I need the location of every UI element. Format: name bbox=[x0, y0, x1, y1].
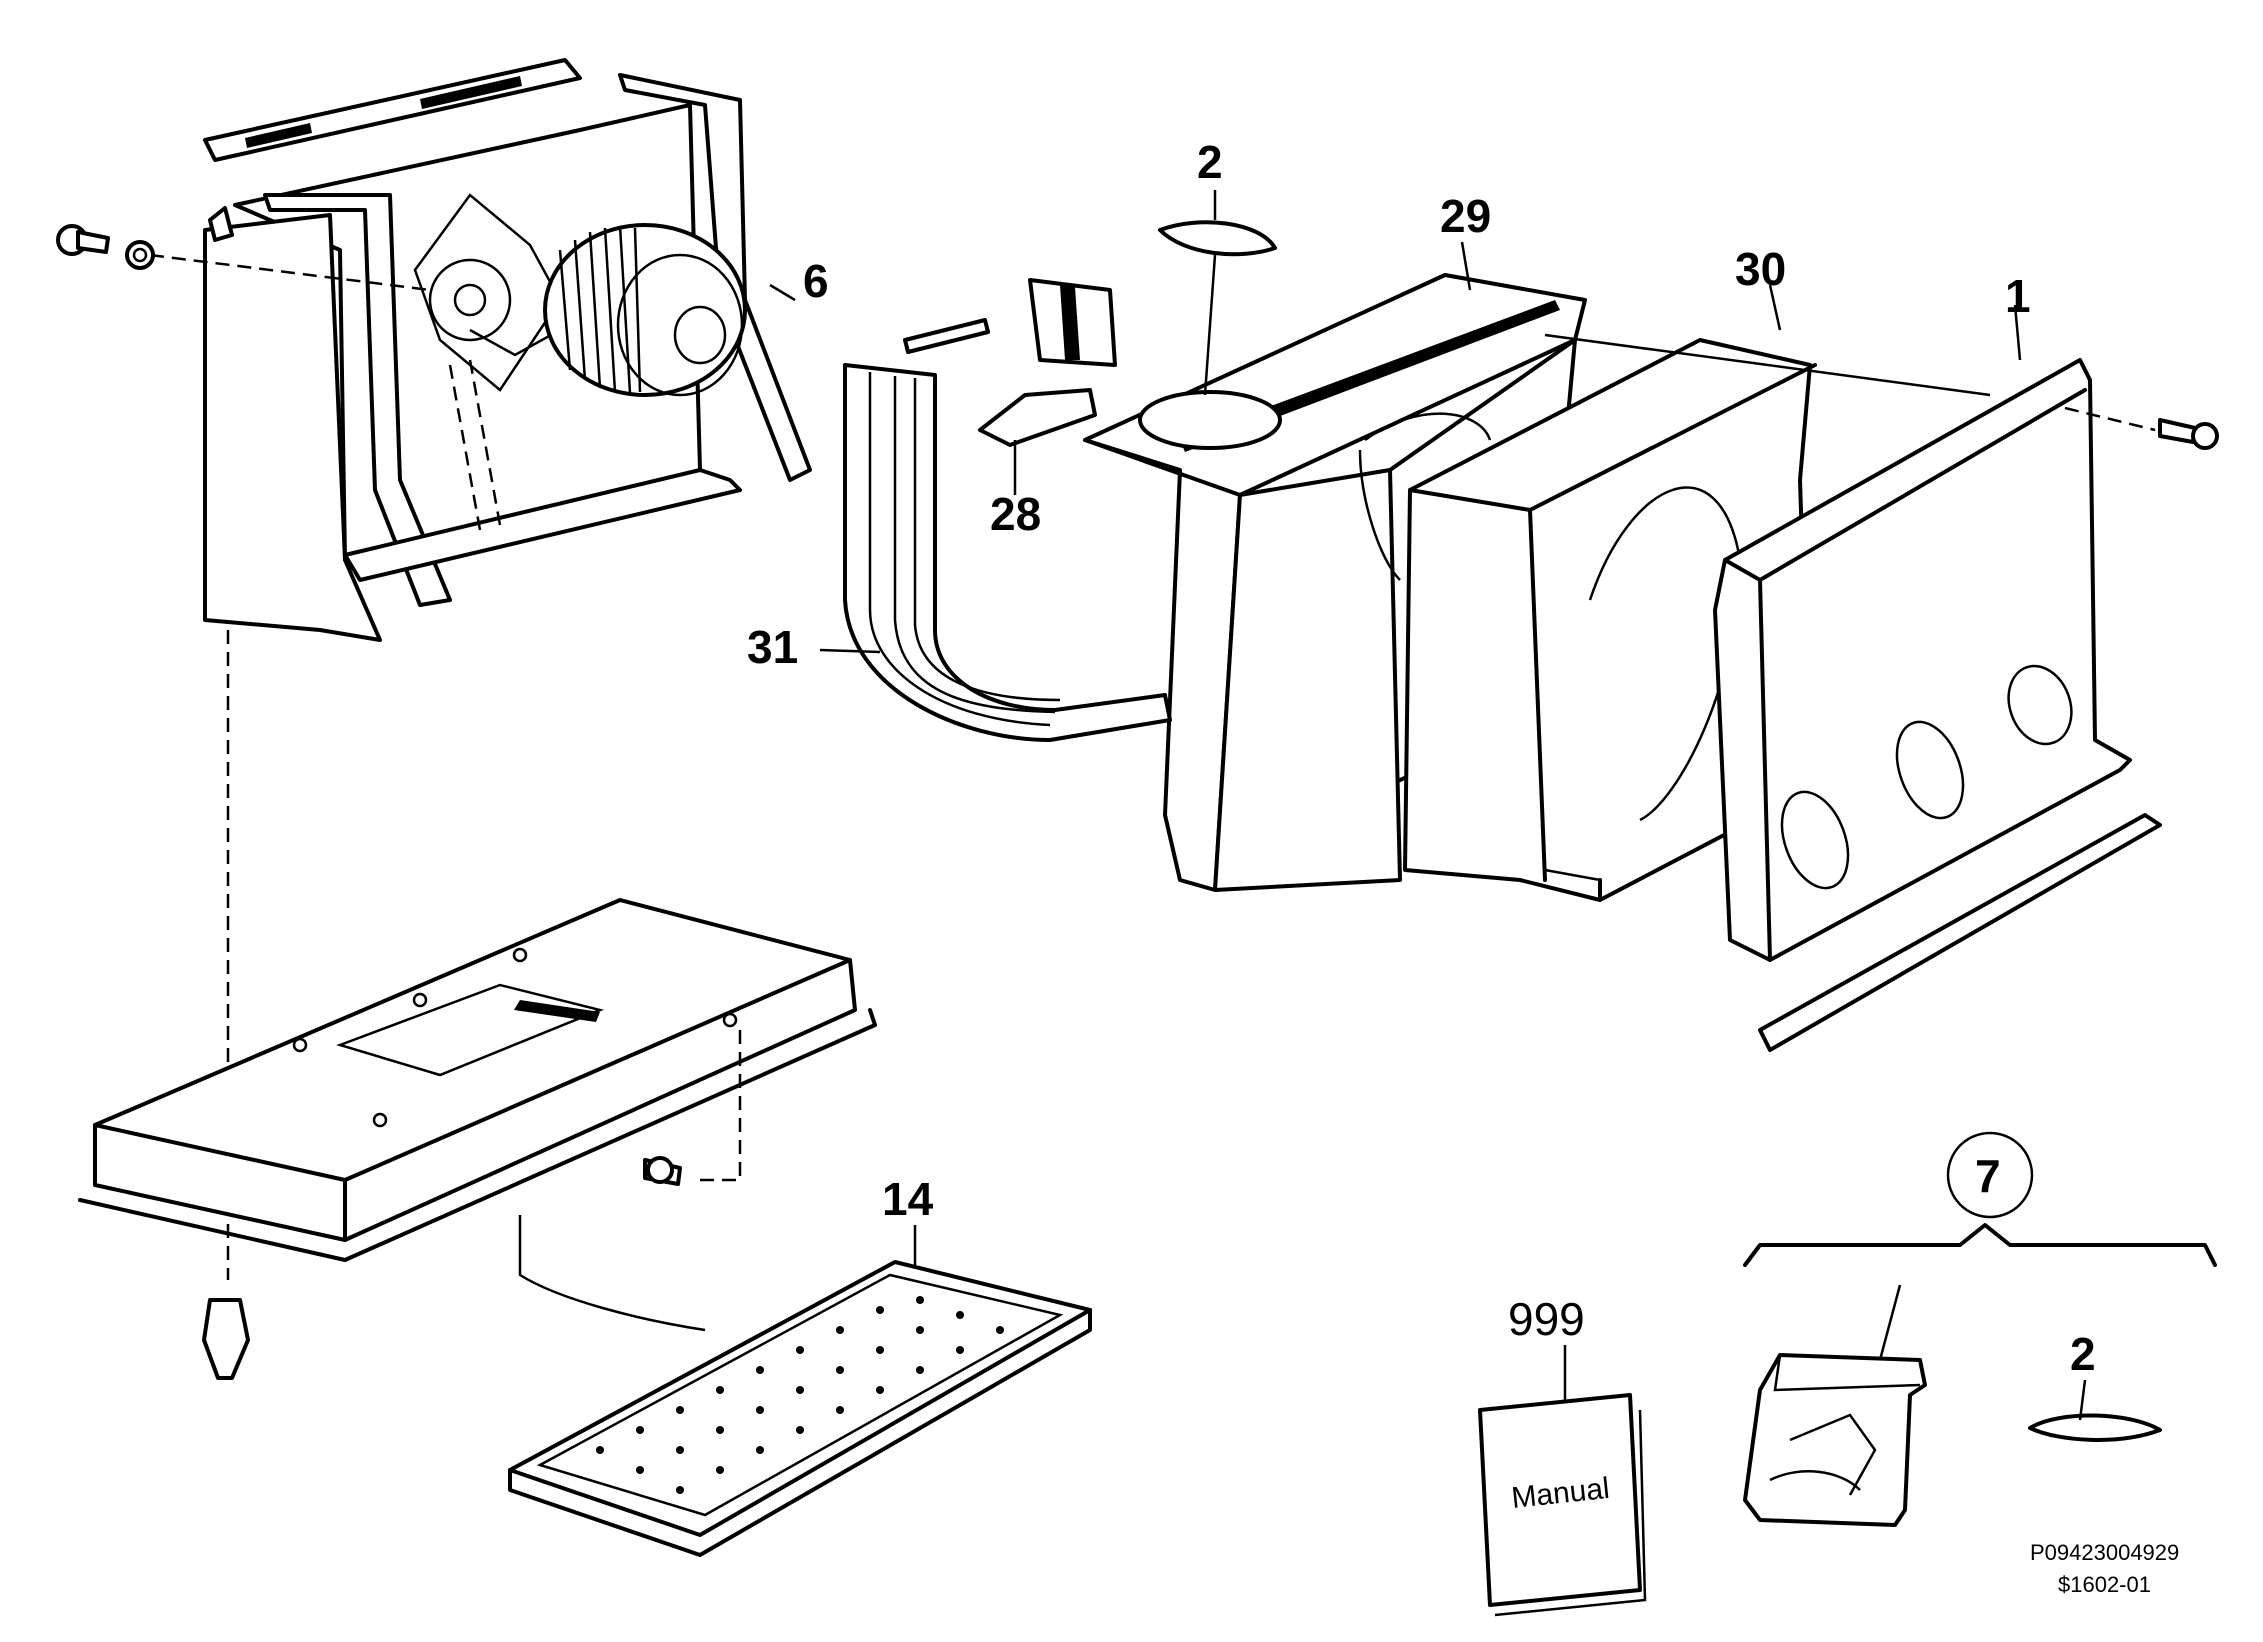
callout-1: 1 bbox=[2005, 270, 2031, 322]
manual-booklet bbox=[1478, 1345, 1647, 1617]
fan-housing-assembly bbox=[56, 58, 812, 1280]
reference-code-2: $1602-01 bbox=[2058, 1572, 2151, 1597]
leader-29 bbox=[1460, 241, 1472, 291]
bolt-upper-left bbox=[56, 224, 155, 270]
side-cover bbox=[1544, 333, 2219, 1052]
leader-2 bbox=[1203, 254, 1217, 396]
leader-31 bbox=[819, 648, 881, 654]
reference-code-1: P09423004929 bbox=[2030, 1540, 2179, 1565]
leader-30 bbox=[1768, 284, 1782, 331]
kit-callout-circle bbox=[1946, 1131, 2034, 1219]
duct-housing bbox=[903, 273, 1587, 892]
callout-7: 7 bbox=[1975, 1150, 2001, 1202]
callout-31: 31 bbox=[747, 621, 798, 673]
callout-30: 30 bbox=[1735, 243, 1786, 295]
callout-2-kit: 2 bbox=[2070, 1328, 2096, 1380]
leader-1 bbox=[2013, 304, 2022, 361]
callout-29: 29 bbox=[1440, 190, 1491, 242]
kit-bracket bbox=[1743, 1131, 2217, 1527]
callout-6: 6 bbox=[803, 255, 829, 307]
curved-seal bbox=[843, 363, 1172, 742]
filter-panel bbox=[508, 1225, 1092, 1557]
callout-999: 999 bbox=[1508, 1293, 1585, 1345]
callout-28: 28 bbox=[990, 488, 1041, 540]
leader-6 bbox=[769, 283, 796, 302]
callout-14: 14 bbox=[882, 1173, 934, 1225]
top-cap bbox=[1158, 190, 1277, 257]
side-shroud bbox=[1403, 338, 1817, 902]
callout-2-top: 2 bbox=[1197, 136, 1223, 188]
base-tray bbox=[78, 898, 877, 1380]
